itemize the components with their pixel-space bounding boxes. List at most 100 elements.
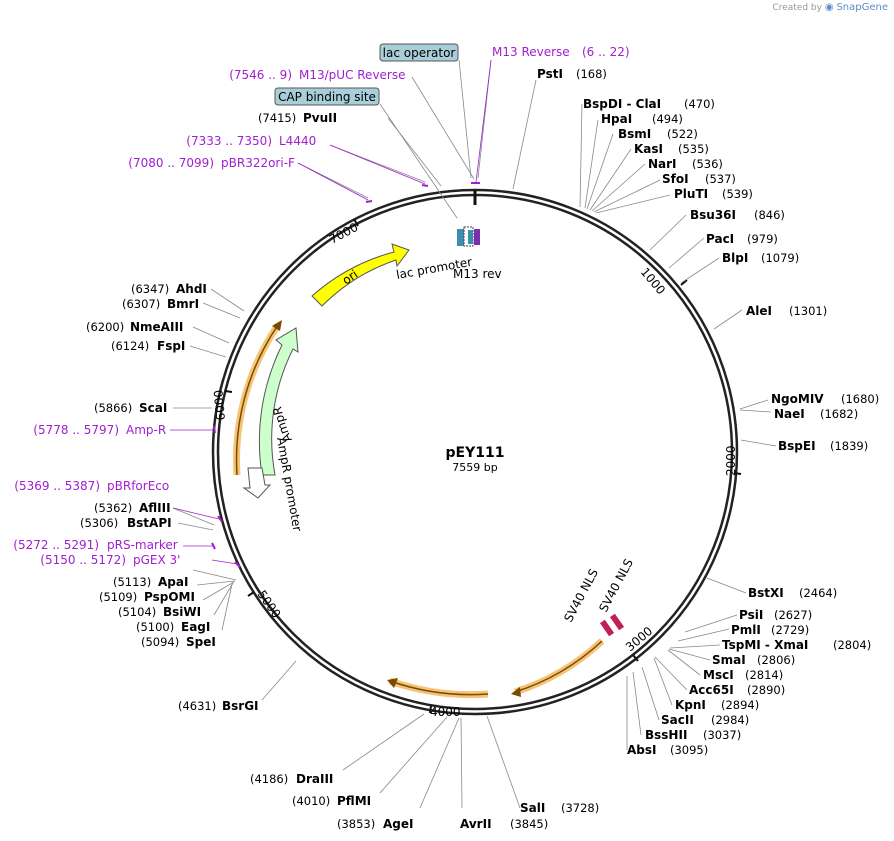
leader-lines (172, 59, 777, 809)
site-bstx-i-pos: (2464) (799, 586, 837, 600)
cap-binding-site-box (274, 87, 380, 106)
site-pflmi: PflMI (337, 794, 371, 808)
site-bsshii-pos: (3037) (703, 728, 741, 742)
site-eag-i: EagI (181, 620, 210, 634)
orf-left-arrowhead (272, 320, 282, 331)
primer-prs-marker-pos: (5272 .. 5291) (13, 538, 99, 552)
tick-label-2000: 2000 (724, 445, 738, 476)
site-sfo-i-pos: (537) (705, 172, 736, 186)
orf-bottom-arrowhead (387, 678, 398, 688)
primer-pbr322ori-pos: (7080 .. 7099) (128, 156, 214, 170)
primer-prs-marker-name: pRS-marker (107, 538, 178, 552)
site-kpn-i: KpnI (675, 698, 706, 712)
primer-l4440-pos: (7333 .. 7350) (186, 134, 272, 148)
primer-amp-r-pos: (5778 .. 5797) (33, 423, 119, 437)
primer-mark-pgex (234, 561, 241, 568)
nls-1-mark (599, 619, 615, 637)
orf-right-arrowhead (511, 687, 521, 697)
tick-label-5000: 5000 (255, 588, 284, 621)
site-sma-i-pos: (2806) (757, 653, 795, 667)
site-acc65i: Acc65I (689, 683, 734, 697)
site-pac-i: PacI (706, 232, 734, 246)
primer-m13puc-reverse-pos: (7546 .. 9) (229, 68, 292, 82)
plasmid-name: pEY111 (446, 445, 505, 461)
site-pst-i-pos: (168) (576, 67, 607, 81)
site-abs-i-pos: (3095) (670, 743, 708, 757)
site-age-i-pos: (3853) (337, 817, 375, 831)
site-pspomi-pos: (5109) (99, 590, 137, 604)
tick-label-6000: 6000 (211, 389, 228, 421)
site-plut-i-pos: (539) (722, 187, 753, 201)
site-blp-i: BlpI (722, 251, 748, 265)
site-pflmi-pos: (4010) (292, 794, 330, 808)
primer-m13puc-reverse-name: M13/pUC Reverse (299, 68, 406, 82)
site-bsrgi: BsrGI (222, 699, 259, 713)
m13-rev-mark (474, 229, 480, 245)
ampr-promoter-label: AmpR promoter (274, 436, 304, 532)
orf-bottom-arrow (389, 680, 489, 696)
site-avrii-pos: (3845) (510, 817, 548, 831)
site-plut-i: PluTI (674, 187, 708, 201)
nls-2-label: SV40 NLS (596, 556, 636, 614)
site-avrii: AvrII (460, 817, 492, 831)
site-apa-i: ApaI (158, 575, 188, 589)
site-bmr-i: BmrI (167, 297, 199, 311)
orf-right-highlight (513, 638, 605, 696)
snapgene-badge: Created by ◉ SnapGene (772, 2, 888, 13)
site-bstx-i: BstXI (748, 586, 784, 600)
site-pml-i: PmlI (731, 623, 761, 637)
site-ahd-i: AhdI (176, 282, 207, 296)
site-nae-i: NaeI (774, 407, 805, 421)
cap-binding-site-label: CAP binding site (278, 90, 376, 104)
site-msc-i: MscI (703, 668, 734, 682)
site-age-i: AgeI (383, 817, 413, 831)
site-kas-i-pos: (535) (678, 142, 709, 156)
snapgene-logo-icon: ◉ (824, 2, 834, 13)
lac-operator-mark (468, 230, 473, 244)
primer-mark-amp-r (213, 425, 216, 434)
site-pml-i-pos: (2729) (771, 623, 809, 637)
site-acc65i-pos: (2890) (747, 683, 785, 697)
site-nar-i-pos: (536) (692, 157, 723, 171)
site-ngomiv: NgoMIV (771, 392, 824, 406)
primer-mark-prs-marker (211, 542, 216, 550)
tick-5000 (247, 591, 255, 597)
site-pspomi: PspOMI (144, 590, 195, 604)
tick-marks (224, 218, 742, 714)
site-fsp-i: FspI (157, 339, 185, 353)
site-fsp-i-pos: (6124) (111, 339, 149, 353)
site-psi-i: PsiI (739, 608, 763, 622)
primer-labels: M13 Reverse (6 .. 22) (7546 .. 9) M13/pU… (13, 45, 629, 567)
site-labels: PstI (168) BspDI - ClaI (470) HpaI (494)… (80, 67, 879, 831)
site-ngomiv-pos: (1680) (841, 392, 879, 406)
site-bsu36i: Bsu36I (690, 208, 736, 222)
site-bsm-i-pos: (522) (667, 127, 698, 141)
tick-7000 (353, 218, 359, 227)
site-sal-i: SalI (520, 801, 545, 815)
site-kas-i: KasI (634, 142, 663, 156)
lac-operator-label: lac operator (383, 46, 456, 60)
site-bmr-i-pos: (6307) (122, 297, 160, 311)
site-nmeaiii: NmeAIII (130, 320, 183, 334)
site-abs-i: AbsI (627, 743, 656, 757)
site-bsm-i: BsmI (618, 127, 651, 141)
site-nar-i: NarI (648, 157, 677, 171)
site-draiii-pos: (4186) (250, 772, 288, 786)
site-ale-i-pos: (1301) (789, 304, 827, 318)
site-bsiwi: BsiWI (163, 605, 201, 619)
primer-l4440-name: L4440 (279, 134, 316, 148)
site-spe-i-pos: (5094) (141, 635, 179, 649)
site-ale-i: AleI (746, 304, 772, 318)
primer-marks (211, 182, 480, 568)
site-pvuii: PvuII (303, 111, 337, 125)
site-pac-i-pos: (979) (747, 232, 778, 246)
snapgene-brand: SnapGene (836, 2, 888, 13)
site-sca-i: ScaI (139, 401, 167, 415)
site-bspdi-clai: BspDI - ClaI (583, 97, 661, 111)
lac-operator-box (379, 43, 459, 62)
site-bspe-i-pos: (1839) (830, 439, 868, 453)
site-pvuii-pos: (7415) (258, 111, 296, 125)
site-spe-i: SpeI (186, 635, 216, 649)
tick-1000 (680, 279, 688, 286)
